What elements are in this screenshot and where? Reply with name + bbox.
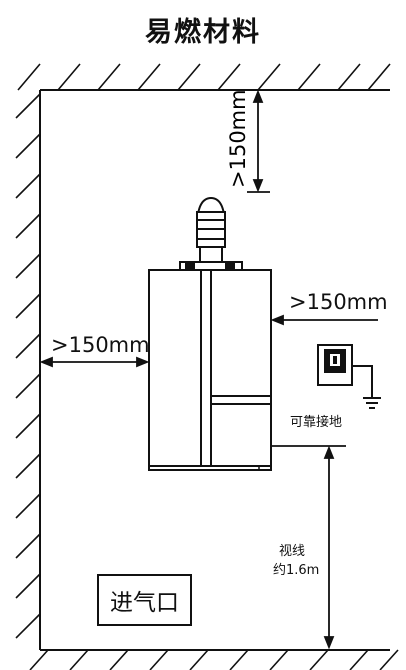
sightline-label-line2: 约1.6m — [273, 563, 320, 578]
ceiling-wall — [17, 63, 391, 91]
left-clearance-dimension — [39, 356, 150, 368]
top-clearance-label: >150mm — [226, 89, 250, 188]
air-inlet-box: 进气口 — [97, 574, 192, 626]
ground-label: 可靠接地 — [290, 415, 343, 430]
sightline-label-line1: 视线 — [279, 544, 306, 559]
diagram-title: 易燃材料 — [145, 17, 261, 48]
flue-pipe — [195, 196, 227, 264]
left-wall — [15, 90, 41, 650]
left-clearance-label: >150mm — [51, 333, 150, 357]
right-clearance-label: >150mm — [289, 290, 388, 314]
water-heater — [148, 261, 272, 471]
air-inlet-label: 进气口 — [110, 590, 179, 616]
sightline-dimension — [272, 445, 346, 650]
right-clearance-dimension — [270, 314, 378, 326]
top-clearance-dimension — [247, 89, 270, 193]
floor — [29, 649, 399, 670]
ground-socket — [317, 344, 381, 409]
